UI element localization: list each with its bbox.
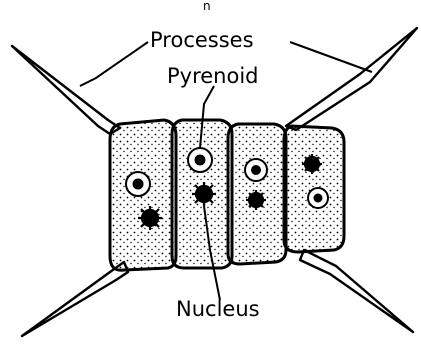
nucleus-cell-2 bbox=[192, 182, 216, 206]
pyrenoid-label: Pyrenoid bbox=[167, 66, 259, 87]
processes-label: Processes bbox=[150, 30, 254, 51]
nucleus-cell-1 bbox=[138, 206, 162, 230]
nucleus-label: Nucleus bbox=[176, 299, 260, 320]
spine-bottom-right bbox=[300, 250, 413, 332]
nucleus-cell-3 bbox=[246, 190, 266, 210]
leader-processes-left bbox=[80, 42, 148, 86]
nucleus-cell-4 bbox=[302, 154, 322, 174]
pyrenoid-cell-2 bbox=[188, 148, 212, 172]
spine-top-right bbox=[286, 28, 417, 130]
spine-top-left bbox=[12, 46, 120, 134]
leader-processes-right bbox=[290, 42, 372, 72]
spine-bottom-left bbox=[22, 262, 128, 336]
pyrenoid-cell-1 bbox=[126, 172, 150, 196]
pyrenoid-cell-3 bbox=[245, 159, 267, 181]
top-mark-label: n bbox=[203, 0, 211, 12]
pyrenoid-cell-4 bbox=[308, 188, 328, 208]
